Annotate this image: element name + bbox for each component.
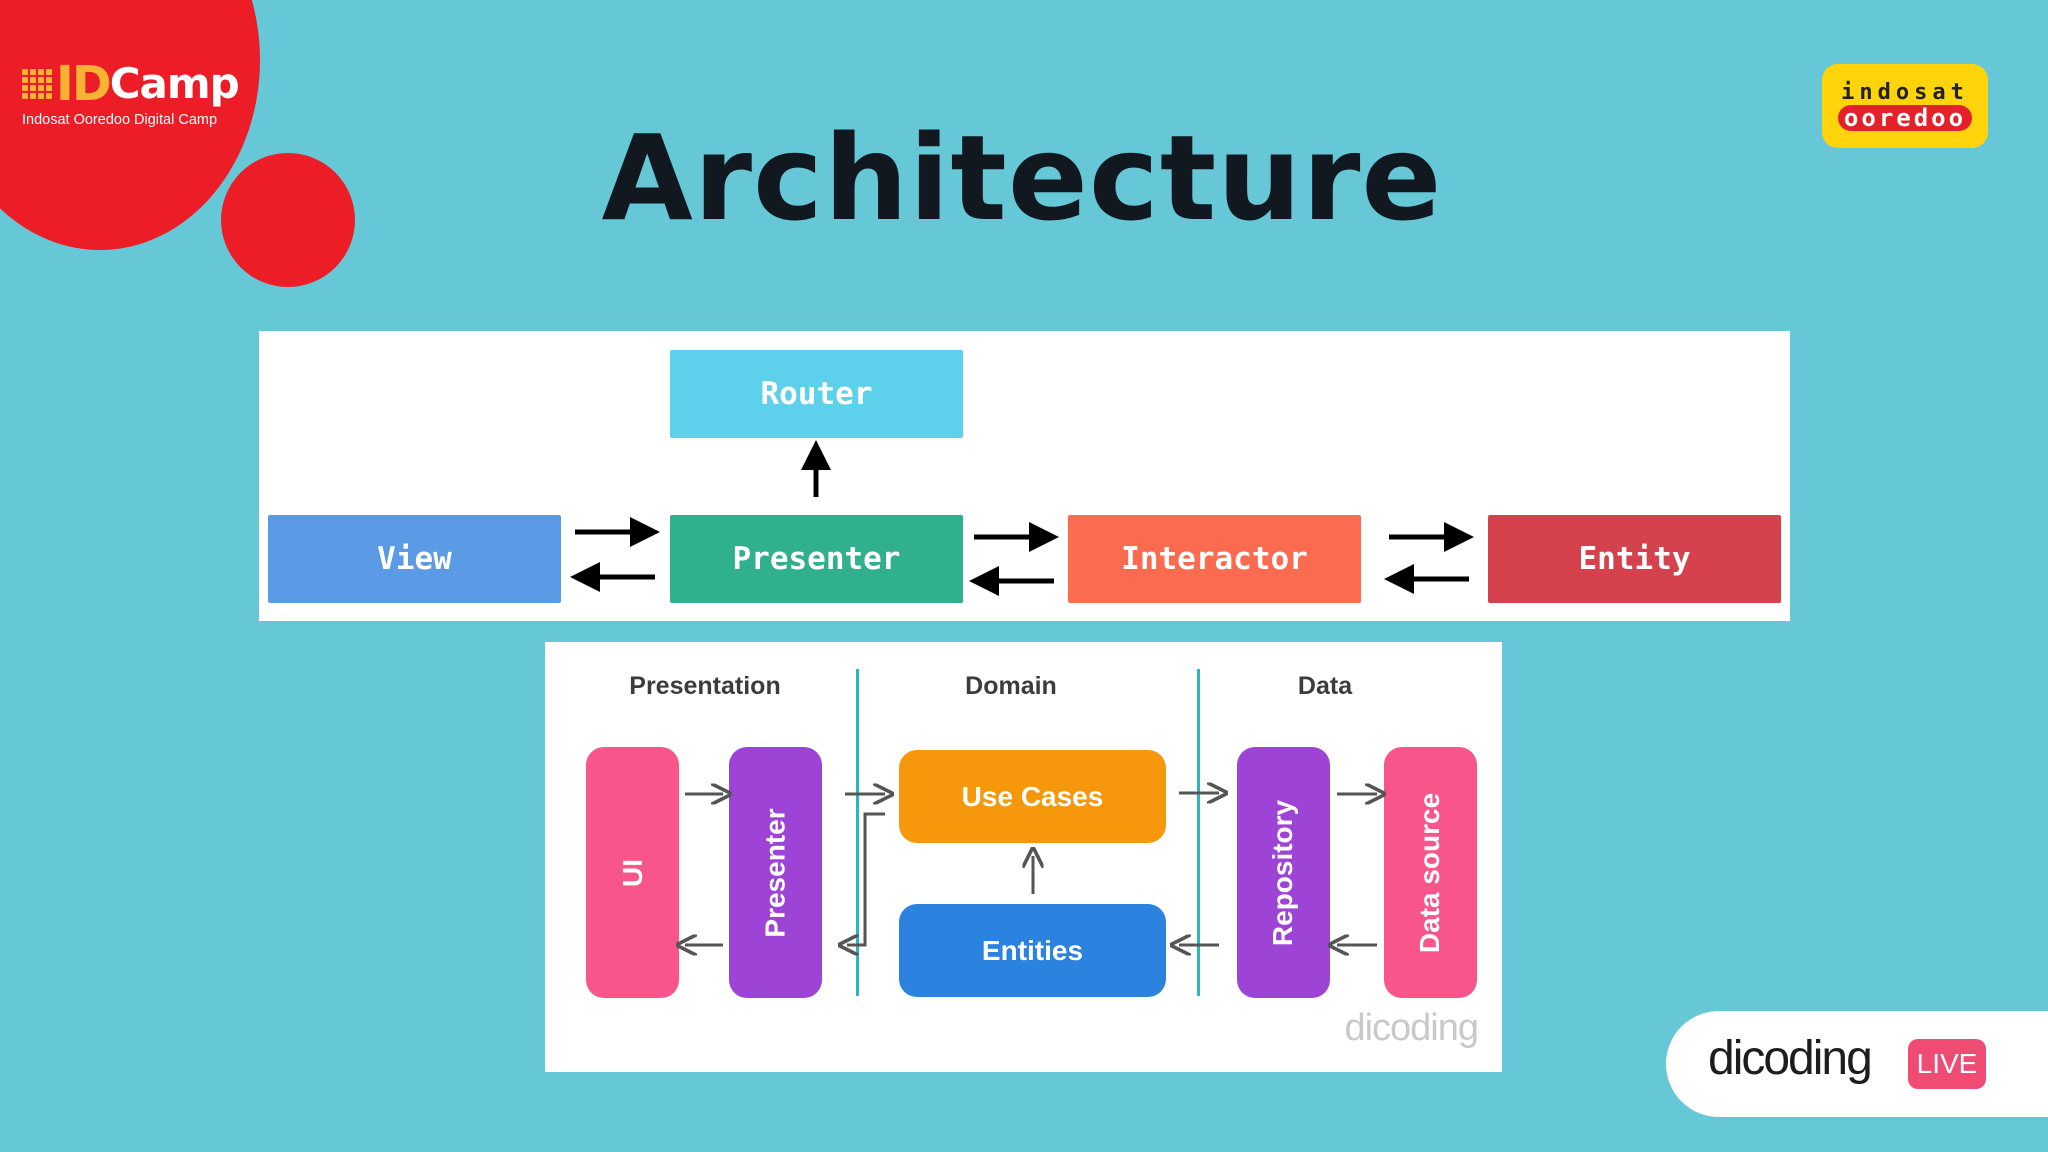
layer-divider bbox=[856, 669, 859, 996]
live-tag: LIVE bbox=[1908, 1039, 1986, 1089]
presenter-node: Presenter bbox=[729, 747, 822, 998]
ooredoo-word: ooredoo bbox=[1837, 104, 1973, 131]
pixel-dots-icon bbox=[22, 69, 52, 99]
viper-arrows bbox=[570, 440, 1474, 596]
column-presentation: Presentation bbox=[629, 672, 781, 700]
repository-node: Repository bbox=[1237, 747, 1330, 998]
clean-architecture-diagram: Presentation Domain Data UI Presenter Us… bbox=[545, 642, 1502, 1072]
idcamp-logo: ID Camp Indosat Ooredoo Digital Camp bbox=[22, 60, 272, 128]
slide-title: Architecture bbox=[0, 108, 2048, 250]
entity-node: Entity bbox=[1488, 515, 1781, 603]
ui-node: UI bbox=[586, 747, 679, 998]
idcamp-red-dot bbox=[221, 153, 355, 287]
view-node: View bbox=[268, 515, 561, 603]
use-cases-node: Use Cases bbox=[899, 750, 1166, 843]
dicoding-live-badge: dicoding LIVE bbox=[1666, 1011, 2048, 1117]
idcamp-mark: ID bbox=[56, 56, 112, 112]
dicoding-watermark: dicoding bbox=[1344, 1007, 1479, 1049]
column-domain: Domain bbox=[965, 672, 1057, 700]
slide-title-text: Architecture bbox=[601, 109, 1443, 247]
usecases-to-presenter-arrow bbox=[847, 812, 885, 945]
indosat-ooredoo-logo: indosat ooredoo bbox=[1822, 64, 1988, 148]
interactor-node: Interactor bbox=[1068, 515, 1361, 603]
column-data: Data bbox=[1297, 672, 1353, 700]
presenter-node: Presenter bbox=[670, 515, 963, 603]
clean-arrows bbox=[545, 642, 1502, 1072]
entities-node: Entities bbox=[899, 904, 1166, 997]
viper-diagram: Router View Presenter Interactor Entity bbox=[259, 331, 1790, 621]
router-node: Router bbox=[670, 350, 963, 438]
idcamp-word: Camp bbox=[109, 59, 240, 108]
indosat-word: indosat bbox=[1841, 79, 1969, 105]
idcamp-tagline: Indosat Ooredoo Digital Camp bbox=[22, 112, 218, 128]
dicoding-brand: dicoding bbox=[1708, 1032, 1873, 1085]
data-source-node: Data source bbox=[1384, 747, 1477, 998]
layer-divider bbox=[1197, 669, 1200, 996]
